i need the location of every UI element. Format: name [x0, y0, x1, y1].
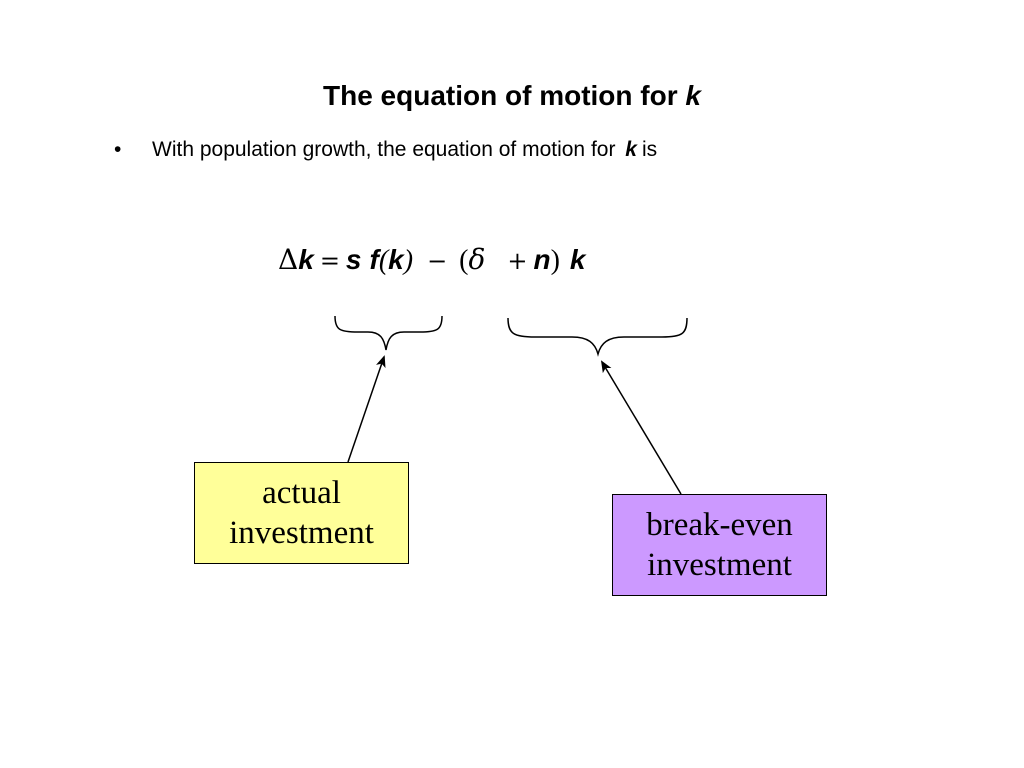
bullet-text: With population growth, the equation of … — [152, 138, 616, 161]
title-text: The equation of motion for — [323, 80, 678, 111]
eq-rparen-1: ) — [403, 245, 414, 276]
eq-delta: Δ — [278, 243, 299, 276]
breakeven-investment-box: break-even investment — [612, 494, 827, 596]
eq-delta-depreciation: δ — [468, 243, 486, 276]
eq-k-arg: k — [388, 244, 404, 275]
actual-investment-box: actual investment — [194, 462, 409, 564]
eq-k-rhs: k — [569, 244, 586, 275]
eq-lparen-2: ( — [459, 245, 469, 276]
slide-title: The equation of motion for k — [0, 78, 1024, 114]
eq-f: f — [369, 244, 379, 275]
breakeven-investment-line-2: investment — [647, 547, 792, 583]
arrow-actual-investment — [347, 355, 386, 463]
eq-k-lhs: k — [298, 244, 314, 275]
bullet-item: • With population growth, the equation of… — [114, 136, 657, 164]
eq-minus: − — [427, 247, 448, 275]
brace-breakeven-investment — [507, 317, 688, 357]
brace-actual-investment — [334, 315, 443, 351]
actual-investment-line-2: investment — [229, 515, 374, 551]
actual-investment-line-1: actual — [262, 475, 341, 511]
arrow-breakeven-investment — [600, 360, 682, 495]
eq-n: n — [533, 244, 551, 275]
eq-lparen-1: ( — [378, 245, 389, 276]
eq-rparen-2: ) — [550, 245, 560, 276]
eq-s: s — [345, 244, 362, 275]
bullet-marker: • — [114, 138, 122, 161]
title-variable: k — [685, 80, 701, 111]
breakeven-investment-line-1: break-even — [646, 507, 793, 543]
bullet-suffix: is — [641, 138, 658, 161]
eq-equals: = — [319, 247, 340, 275]
bullet-variable: k — [625, 138, 637, 161]
eq-plus: + — [507, 247, 528, 275]
